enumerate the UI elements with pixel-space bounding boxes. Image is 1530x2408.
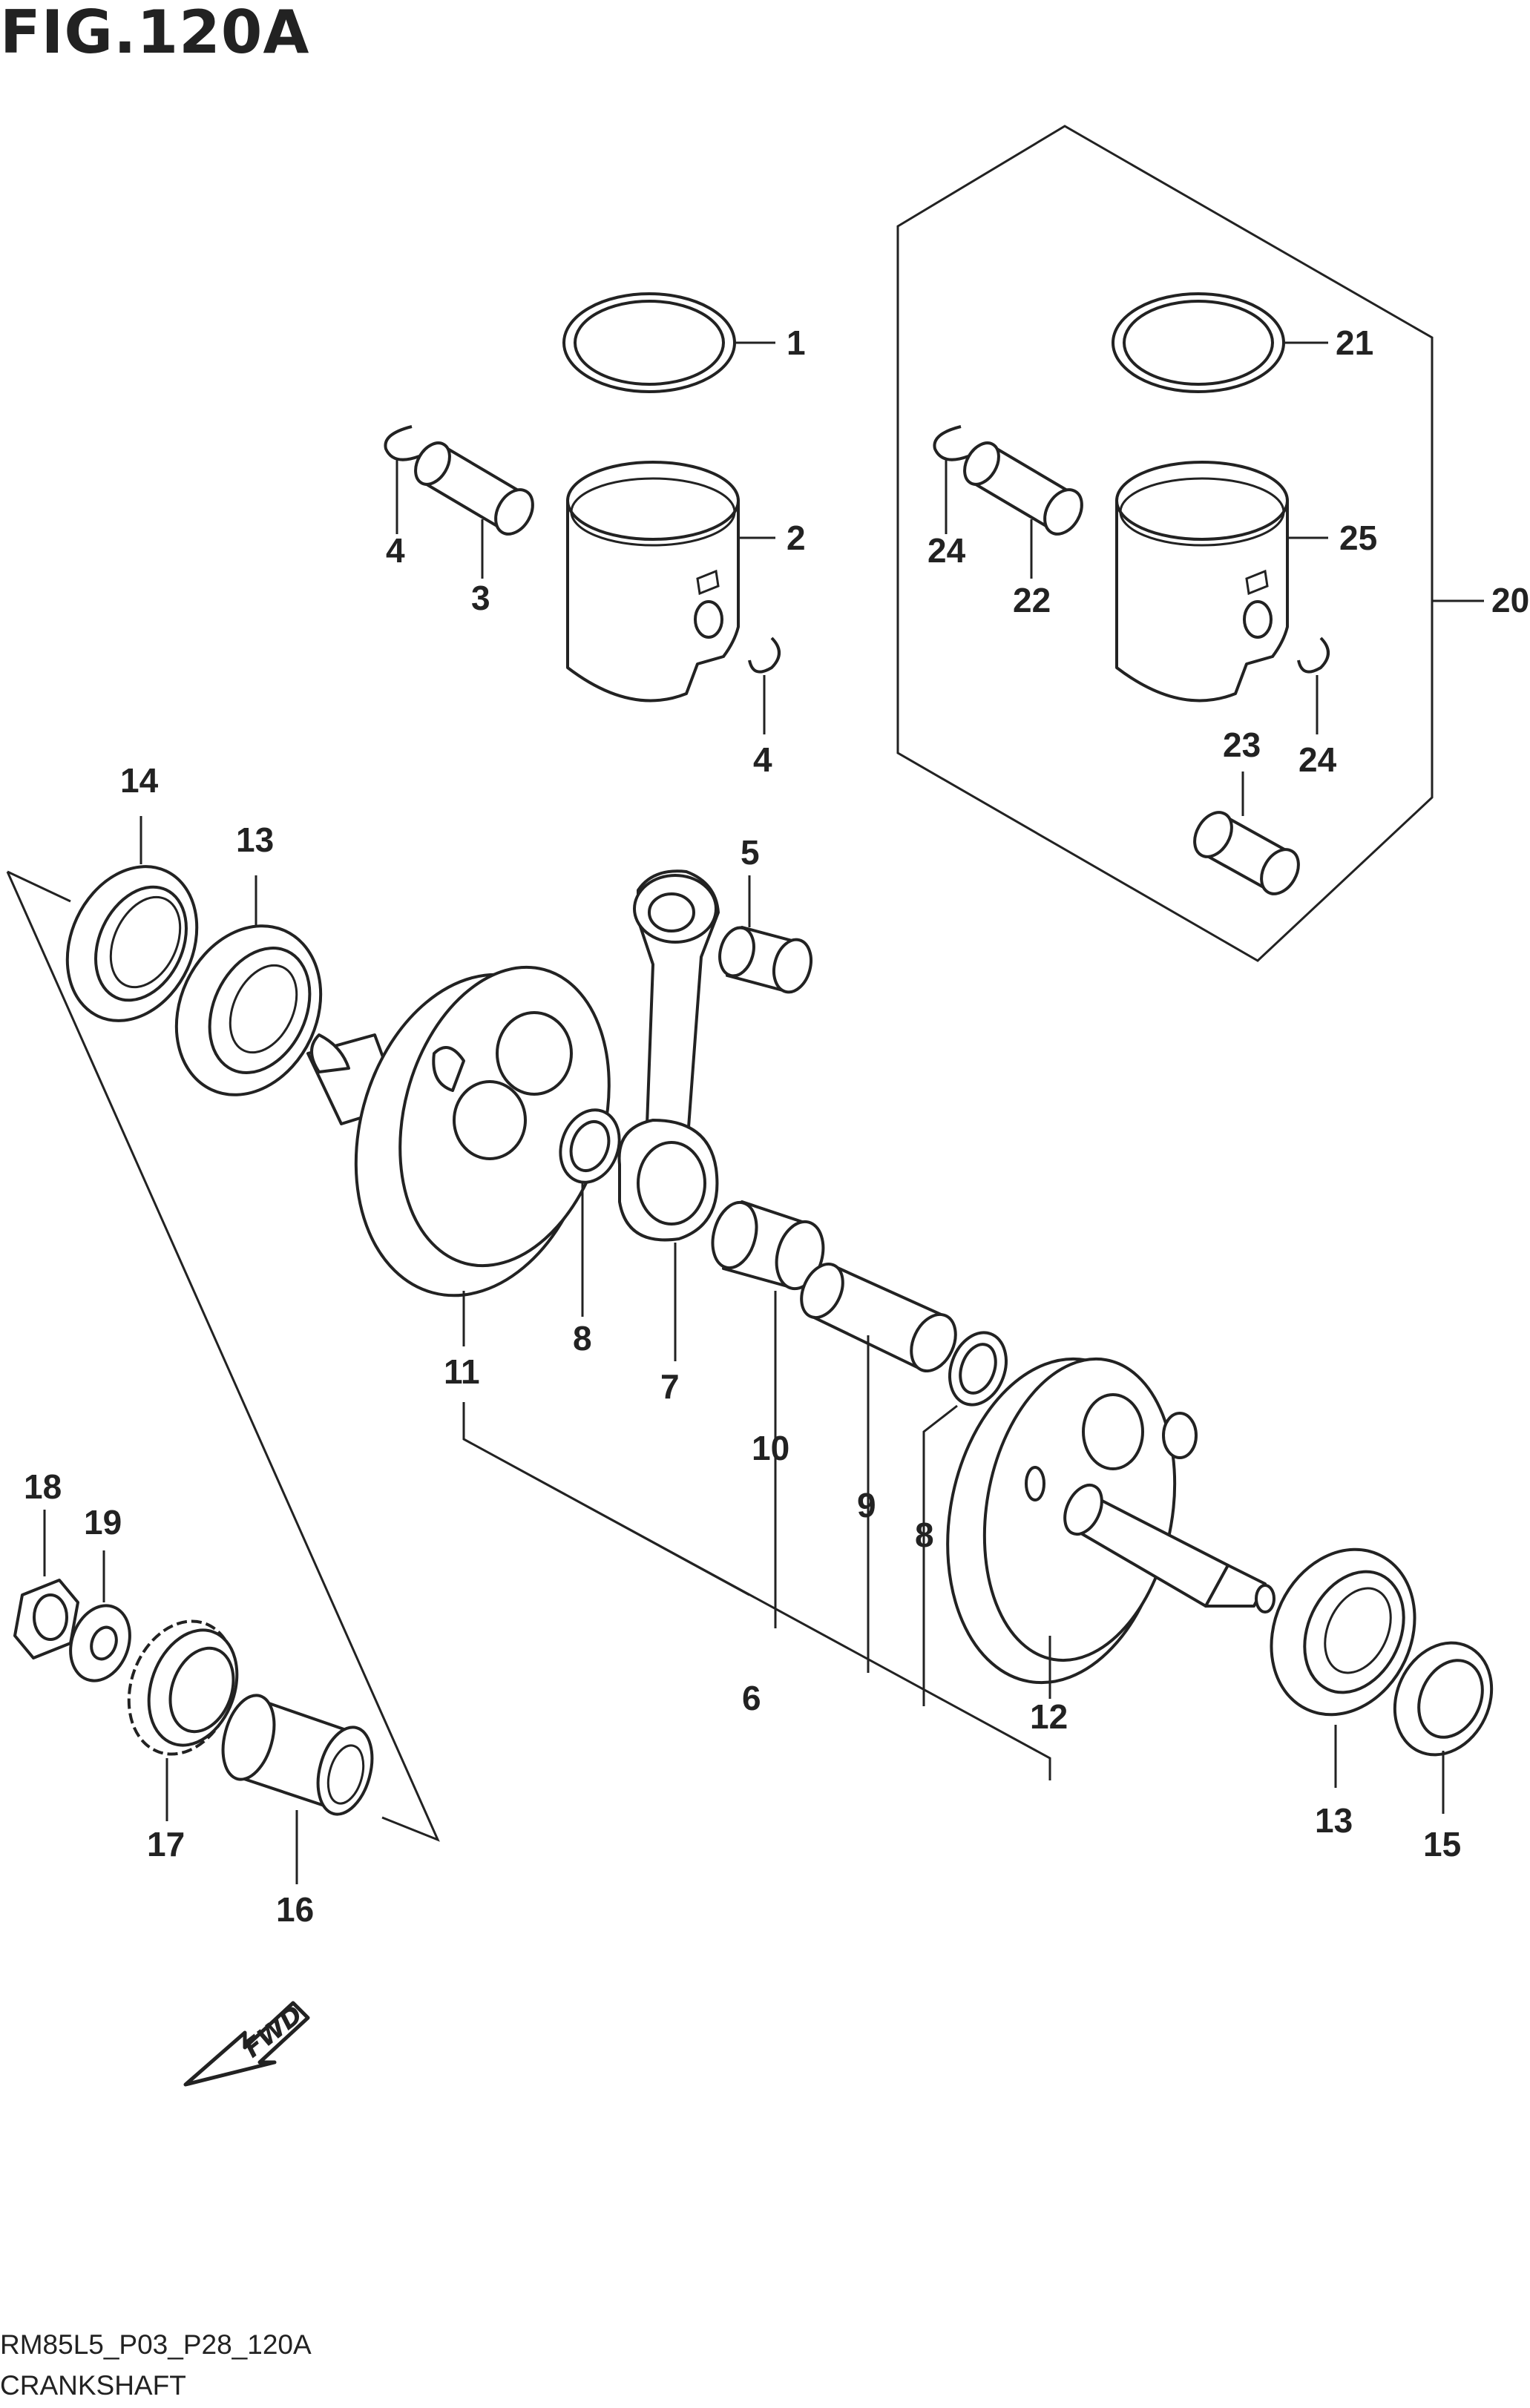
small-end-bearing-part bbox=[718, 926, 812, 994]
callout-label: 22 bbox=[1013, 581, 1051, 619]
spacer-part bbox=[221, 1694, 374, 1816]
callout-label: 25 bbox=[1339, 519, 1377, 557]
callout-labels: 1 2 3 4 4 5 6 7 8 8 9 10 11 12 13 13 14 … bbox=[24, 323, 1529, 1929]
assembly-guide-line bbox=[6, 870, 440, 1842]
callout-label: 17 bbox=[147, 1825, 185, 1863]
kit-piston-pin-part bbox=[963, 441, 1083, 536]
piston-part bbox=[566, 461, 740, 703]
crank-pin-part bbox=[800, 1262, 957, 1373]
callout-label: 21 bbox=[1336, 323, 1373, 362]
callout-label: 6 bbox=[742, 1679, 761, 1717]
kit-circlip-part bbox=[1297, 636, 1330, 674]
thrust-washer-part bbox=[559, 1108, 621, 1184]
callout-label: 18 bbox=[24, 1467, 62, 1506]
callout-label: 10 bbox=[752, 1429, 789, 1467]
circlip-part bbox=[748, 636, 781, 674]
callout-label: 9 bbox=[857, 1486, 876, 1524]
callout-label: 7 bbox=[660, 1367, 680, 1406]
assembly-bracket-line bbox=[462, 1402, 1051, 1780]
callout-label: 20 bbox=[1491, 581, 1529, 619]
callout-label: 12 bbox=[1030, 1697, 1068, 1736]
diagram-code: RM85L5_P03_P28_120A bbox=[0, 2329, 312, 2360]
piston-kit-outline bbox=[896, 125, 1434, 962]
callout-label: 5 bbox=[741, 833, 760, 872]
callout-label: 24 bbox=[927, 531, 966, 570]
callout-label: 24 bbox=[1298, 740, 1337, 779]
callout-label: 11 bbox=[444, 1352, 480, 1391]
nut-part bbox=[13, 1579, 79, 1659]
callout-label: 14 bbox=[120, 761, 159, 800]
kit-piston-ring-part bbox=[1112, 292, 1285, 393]
callout-label: 23 bbox=[1223, 726, 1261, 764]
washer-part bbox=[69, 1604, 131, 1682]
callout-label: 2 bbox=[787, 519, 806, 557]
connecting-rod-part bbox=[617, 869, 720, 1242]
kit-needle-bearing-part bbox=[1193, 811, 1300, 895]
ball-bearing-part bbox=[174, 924, 323, 1096]
group-name: CRANKSHAFT bbox=[0, 2370, 186, 2401]
callout-label: 8 bbox=[915, 1516, 934, 1554]
oil-seal-part bbox=[65, 865, 199, 1022]
piston-ring-part bbox=[562, 292, 736, 393]
callout-label: 15 bbox=[1423, 1825, 1461, 1863]
circlip-part bbox=[384, 425, 420, 461]
piston-pin-part bbox=[414, 441, 534, 536]
callout-label: 4 bbox=[386, 531, 405, 570]
callout-label: 8 bbox=[573, 1319, 592, 1358]
big-end-bearing-part bbox=[711, 1200, 825, 1291]
figure-title: FIG.120A bbox=[0, 0, 310, 67]
crank-half-left-part bbox=[306, 965, 611, 1297]
callout-label: 16 bbox=[276, 1890, 314, 1929]
oil-seal-part bbox=[1393, 1641, 1494, 1757]
callout-label: 13 bbox=[1315, 1801, 1353, 1840]
callout-label: 1 bbox=[787, 323, 806, 362]
callout-label: 3 bbox=[471, 579, 490, 617]
callout-label: 4 bbox=[753, 740, 772, 779]
thrust-washer-part bbox=[948, 1331, 1008, 1407]
ball-bearing-part bbox=[1270, 1547, 1416, 1717]
kit-piston-part bbox=[1115, 461, 1289, 703]
callout-label: 19 bbox=[84, 1503, 122, 1542]
forward-direction-arrow: FWD bbox=[183, 2000, 310, 2087]
primary-drive-gear-part bbox=[127, 1619, 239, 1756]
crank-half-right-part bbox=[946, 1357, 1275, 1685]
callout-label: 13 bbox=[236, 820, 274, 859]
kit-circlip-part bbox=[933, 425, 969, 461]
